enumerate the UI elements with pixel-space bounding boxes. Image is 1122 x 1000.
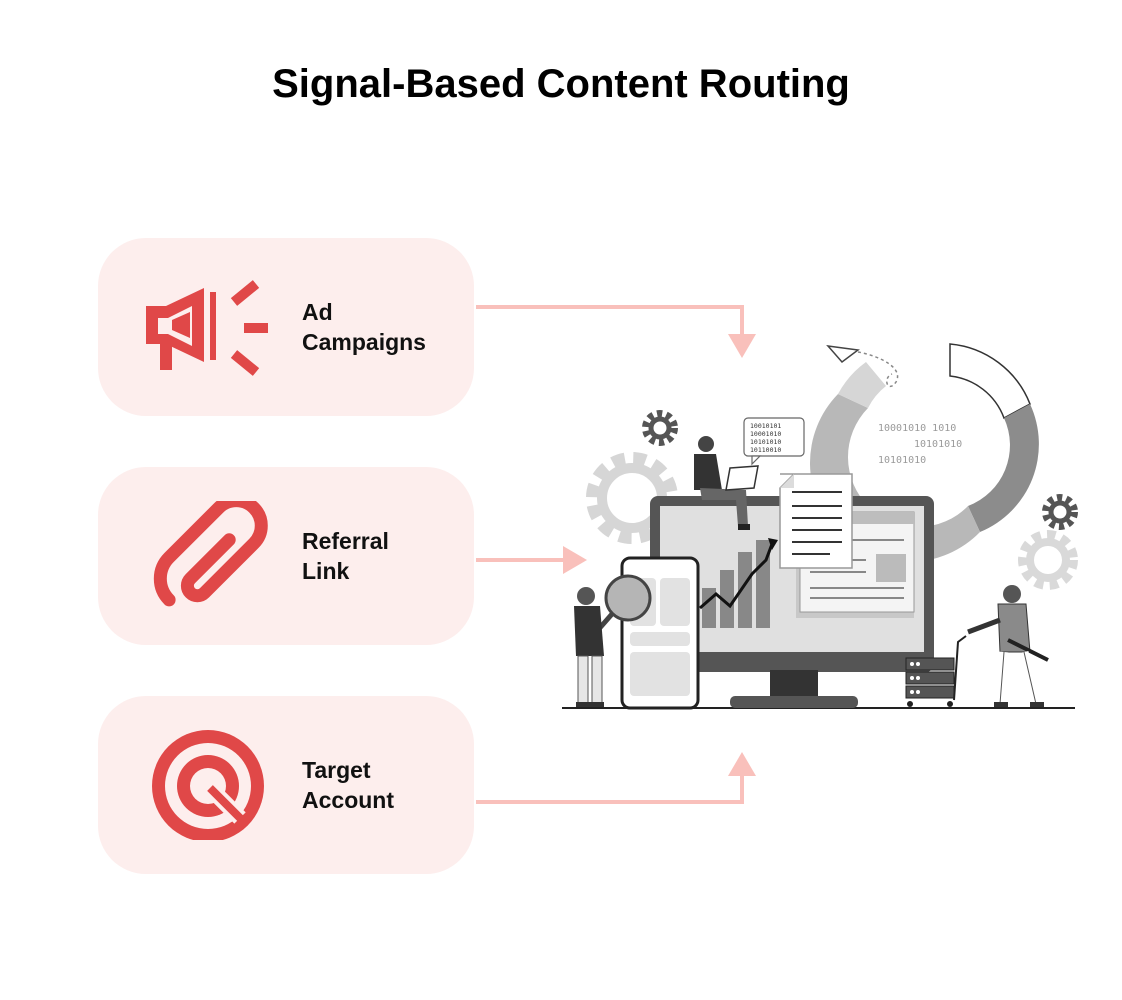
connector-ad-campaigns bbox=[476, 305, 744, 336]
paper-plane-icon bbox=[826, 344, 899, 388]
connector-target-account bbox=[476, 774, 744, 804]
label-line-1: Ad bbox=[302, 299, 333, 325]
binary-text: 10110010 bbox=[750, 446, 781, 454]
gear-icon bbox=[1042, 494, 1078, 530]
person-laptop-icon bbox=[694, 436, 759, 530]
target-icon bbox=[152, 730, 264, 840]
label-line-2: Account bbox=[302, 787, 394, 813]
source-label: Target Account bbox=[302, 696, 394, 874]
gear-icon bbox=[1018, 530, 1078, 590]
arrowhead-right bbox=[563, 546, 587, 574]
label-line-1: Referral bbox=[302, 528, 389, 554]
binary-text: 10010101 bbox=[750, 422, 781, 430]
server-rack-icon bbox=[905, 635, 967, 707]
source-card-ad-campaigns: Ad Campaigns bbox=[98, 238, 474, 416]
source-label: Ad Campaigns bbox=[302, 238, 426, 416]
page-title: Signal-Based Content Routing bbox=[272, 62, 850, 106]
label-line-1: Target bbox=[302, 757, 371, 783]
source-card-target-account: Target Account bbox=[98, 696, 474, 874]
source-label: Referral Link bbox=[302, 467, 389, 645]
gear-icon bbox=[642, 410, 678, 446]
megaphone-icon bbox=[146, 280, 268, 376]
magnifier-icon bbox=[596, 574, 652, 632]
binary-text: 10101010 bbox=[878, 455, 926, 466]
binary-text: 10001010 bbox=[750, 430, 781, 438]
paperclip-icon bbox=[153, 501, 268, 607]
source-card-referral-link: Referral Link bbox=[98, 467, 474, 645]
label-line-2: Link bbox=[302, 558, 350, 584]
binary-bubble: 10010101 10001010 10101010 10110010 bbox=[743, 417, 805, 466]
arrowhead-down bbox=[728, 334, 756, 358]
person-worker-icon bbox=[967, 585, 1049, 707]
person-analyst-icon bbox=[574, 587, 604, 707]
label-line-2: Campaigns bbox=[302, 329, 426, 355]
binary-text: 10101010 bbox=[914, 439, 962, 450]
binary-text: 10001010 1010 bbox=[878, 423, 956, 434]
arrowhead-up bbox=[728, 752, 756, 776]
binary-text: 10101010 bbox=[750, 438, 781, 446]
document-icon bbox=[779, 473, 853, 569]
